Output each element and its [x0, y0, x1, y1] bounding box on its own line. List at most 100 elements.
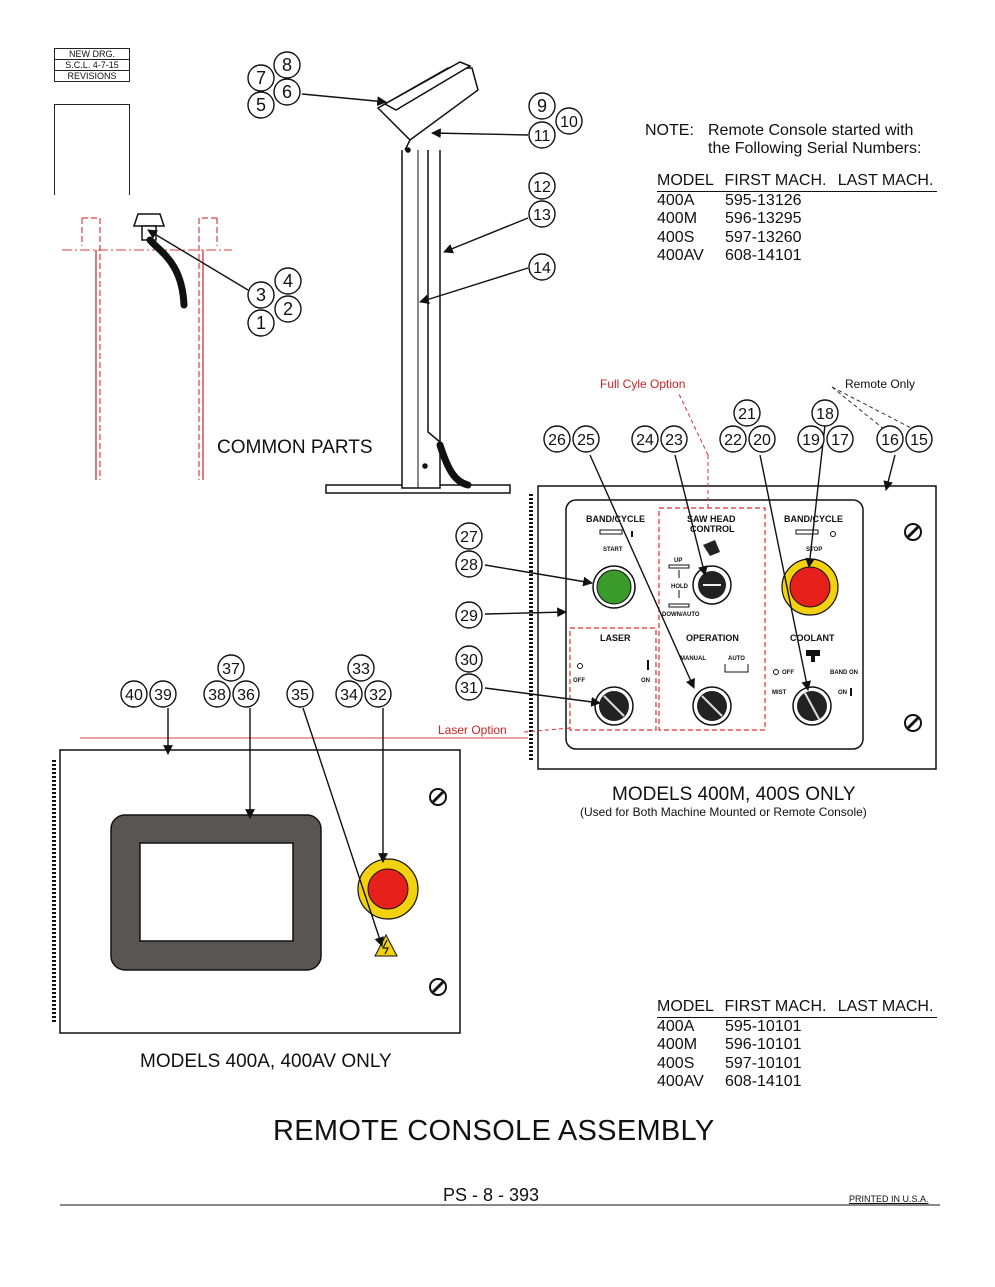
- page-title: REMOTE CONSOLE ASSEMBLY: [273, 1115, 715, 1147]
- callout-number: 7: [256, 68, 266, 88]
- callout-number: 28: [460, 557, 478, 574]
- callout-number: 2: [283, 299, 293, 319]
- panel-label-laser-off: OFF: [573, 678, 585, 684]
- table-cell-first: 597-13260: [725, 228, 802, 246]
- table-cell-model: 400AV: [657, 1073, 704, 1090]
- revision-box-frame: [54, 104, 130, 195]
- callout-number: 1: [256, 313, 266, 333]
- callout-number: 10: [560, 114, 578, 131]
- panel-label-operation: OPERATION: [686, 633, 739, 643]
- callout-number: 32: [369, 687, 387, 704]
- band-cycle-stop-button[interactable]: [789, 566, 831, 608]
- callout-balloon: 24: [631, 425, 659, 453]
- full-cycle-option-box: [658, 507, 766, 731]
- callout-balloon: 8: [273, 51, 301, 79]
- callout-balloon: 13: [528, 200, 556, 228]
- table-header-last: LAST MACH.: [837, 172, 934, 189]
- key-icon: [703, 540, 720, 556]
- models-400m-400s-label: MODELS 400M, 400S ONLY: [612, 784, 856, 805]
- band-cycle-start-button[interactable]: [596, 569, 632, 605]
- page-number: PS - 8 - 393: [443, 1185, 540, 1205]
- callout-number: 4: [283, 271, 293, 291]
- panel-label-start: START: [603, 547, 623, 553]
- table-cell-model: 400S: [657, 1054, 695, 1072]
- callout-balloon: 34: [335, 680, 363, 708]
- callout-balloon: 1: [247, 309, 275, 337]
- callout-balloon: 21: [733, 399, 761, 427]
- remote-only-label: Remote Only: [845, 377, 916, 391]
- panel-label-down-auto: DOWN/AUTO: [662, 612, 700, 618]
- callout-number: 14: [533, 260, 551, 277]
- callout-number: 16: [881, 432, 899, 449]
- full-cycle-option-label: Full Cyle Option: [600, 377, 686, 391]
- callout-balloon: 35: [286, 680, 314, 708]
- operation-selector-knob[interactable]: [692, 686, 732, 726]
- callout-number: 35: [291, 687, 309, 704]
- callout-number: 5: [256, 95, 266, 115]
- power-cord: [146, 236, 188, 309]
- panel-label-auto: AUTO: [728, 656, 745, 662]
- callout-balloon: 18: [811, 399, 839, 427]
- callout-number: 13: [533, 207, 551, 224]
- panel-label-manual: MANUAL: [680, 656, 706, 662]
- coolant-tap-icon: [806, 650, 820, 662]
- panel-label-laser: LASER: [600, 633, 631, 643]
- emergency-stop-button[interactable]: [367, 868, 409, 910]
- table-header-first: FIRST MACH.: [724, 998, 827, 1015]
- callout-number: 19: [802, 432, 820, 449]
- revision-line-3: REVISIONS: [67, 71, 117, 81]
- callout-balloon: 31: [455, 673, 483, 701]
- callout-balloon: 9: [528, 92, 556, 120]
- panel-label-band-cycle-stop: BAND/CYCLE: [784, 514, 843, 524]
- table-cell-first: 596-13295: [725, 210, 802, 227]
- screw-icon: [429, 978, 447, 996]
- machine-frame-section: [62, 213, 232, 480]
- callout-number: 11: [534, 128, 551, 145]
- panel-label-coolant-off: OFF: [782, 670, 794, 676]
- callout-balloon: 27: [455, 522, 483, 550]
- callout-balloon: 6: [273, 78, 301, 106]
- callout-balloon: 15: [905, 425, 933, 453]
- callout-balloon: 26: [543, 425, 571, 453]
- table-header-last: LAST MACH.: [837, 998, 934, 1015]
- panel-label-coolant: COOLANT: [790, 633, 835, 643]
- touch-screen[interactable]: [139, 842, 294, 942]
- table-cell-model: 400A: [657, 1017, 695, 1035]
- panel-label-control: CONTROL: [690, 524, 735, 534]
- screw-icon: [904, 714, 922, 732]
- laser-selector-knob[interactable]: [594, 686, 634, 726]
- callout-balloon: 20: [748, 425, 776, 453]
- callout-number: 22: [724, 432, 742, 449]
- table-row: 400A 595-10101: [657, 1018, 937, 1037]
- callout-balloon: 2: [274, 295, 302, 323]
- callout-balloon: 38: [203, 680, 231, 708]
- table-header-model: MODEL: [657, 998, 714, 1015]
- callout-balloon: 22: [719, 425, 747, 453]
- note-line-1: Remote Console started with: [708, 122, 914, 139]
- callout-number: 27: [460, 529, 478, 546]
- table-cell-first: 596-10101: [725, 1036, 802, 1053]
- cord-fitting: [132, 213, 166, 227]
- callout-number: 25: [577, 432, 595, 449]
- panel-label-hold: HOLD: [671, 584, 689, 590]
- callout-balloon: 4: [274, 267, 302, 295]
- table-cell-first: 595-10101: [725, 1017, 802, 1035]
- serial-table-bottom: MODEL FIRST MACH. LAST MACH. 400A 595-101…: [657, 998, 937, 1092]
- callout-number: 8: [282, 55, 292, 75]
- callout-number: 37: [222, 661, 240, 678]
- coolant-selector-knob[interactable]: [792, 686, 832, 726]
- callout-number: 9: [537, 96, 547, 116]
- panel-400a-400av: [52, 707, 528, 1034]
- callout-number: 30: [460, 652, 478, 669]
- callout-balloon: 16: [876, 425, 904, 453]
- callout-balloon: 19: [797, 425, 825, 453]
- callout-number: 3: [256, 285, 266, 305]
- callout-number: 23: [665, 432, 683, 449]
